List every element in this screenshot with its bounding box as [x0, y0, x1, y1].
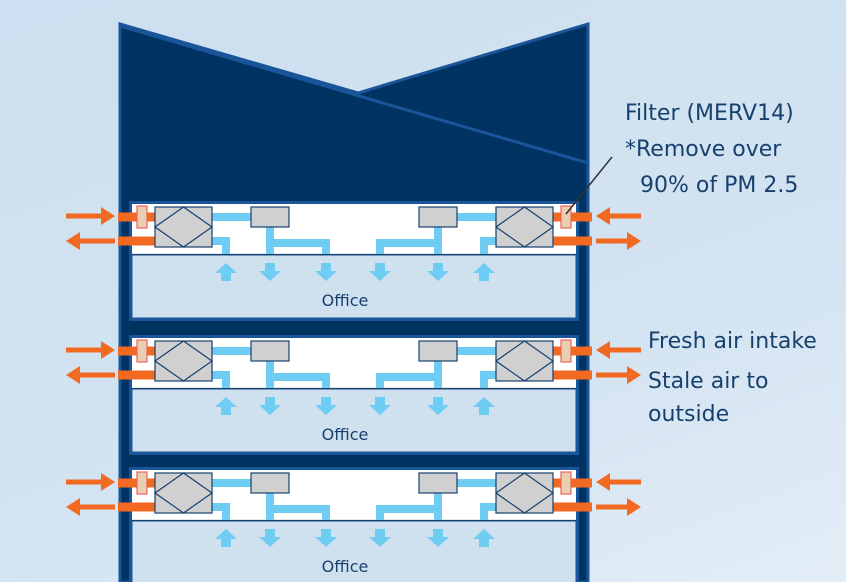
heat-exchanger-core-icon — [153, 206, 214, 248]
filter-label: Filter (MERV14) — [625, 101, 794, 126]
office-room — [131, 520, 577, 582]
heat-exchanger — [154, 472, 213, 514]
heat-exchanger — [495, 206, 554, 248]
office-label: Office — [322, 425, 369, 444]
supply-air-down-arrow-icon — [427, 263, 449, 281]
roof-edge — [119, 24, 589, 165]
fresh-air-in-left-arrow-icon — [101, 207, 115, 225]
heat-exchanger-core-icon — [153, 472, 214, 514]
supply-duct — [376, 239, 438, 254]
supply-air-down-arrow-icon — [259, 263, 281, 281]
return-air-up-arrow-icon — [215, 263, 237, 281]
exhaust-out-left-arrow-icon — [66, 366, 80, 384]
supply-duct — [376, 373, 438, 388]
fresh-air-in-right-arrow-icon — [596, 473, 610, 491]
stale-air-label-line-2: outside — [648, 402, 729, 427]
filter-leader-line — [565, 156, 613, 215]
supply-air-down-arrow-icon — [427, 397, 449, 415]
air-unit — [418, 206, 458, 228]
filter-left — [136, 205, 148, 229]
return-air-up-arrow-icon — [473, 397, 495, 415]
filter-right — [560, 339, 572, 363]
supply-duct — [376, 505, 438, 520]
fresh-air-in-left-arrow-icon — [101, 473, 115, 491]
supply-air-down-arrow-icon — [315, 529, 337, 547]
floor: Office — [66, 335, 641, 455]
stale-air-label-line-1: Stale air to — [648, 369, 768, 394]
supply-air-down-arrow-icon — [259, 529, 281, 547]
return-air-up-arrow-icon — [473, 529, 495, 547]
supply-duct — [212, 237, 230, 254]
heat-exchanger — [154, 340, 213, 382]
exhaust-out-right-arrow-icon — [627, 366, 641, 384]
exhaust-out-left-arrow-icon — [66, 498, 80, 516]
filter-left — [136, 471, 148, 495]
supply-duct — [480, 371, 496, 388]
air-unit — [418, 340, 458, 362]
supply-duct — [480, 503, 496, 520]
heat-exchanger-core-icon — [494, 206, 555, 248]
supply-air-down-arrow-icon — [315, 397, 337, 415]
air-unit — [250, 206, 290, 228]
supply-duct — [212, 371, 230, 388]
heat-exchanger-core-icon — [494, 472, 555, 514]
air-unit — [418, 472, 458, 494]
filter-note-line-2: 90% of PM 2.5 — [640, 173, 798, 198]
office-label: Office — [322, 557, 369, 576]
fresh-air-in-right-arrow-icon — [596, 207, 610, 225]
fresh-air-in-left-arrow-icon — [101, 341, 115, 359]
supply-duct — [480, 237, 496, 254]
supply-duct — [270, 239, 330, 254]
floor: Office — [66, 201, 641, 321]
supply-air-down-arrow-icon — [369, 263, 391, 281]
air-unit — [250, 340, 290, 362]
exhaust-out-right-arrow-icon — [627, 498, 641, 516]
heat-exchanger-core-icon — [153, 340, 214, 382]
floor: Office — [66, 467, 641, 582]
supply-air-down-arrow-icon — [369, 397, 391, 415]
return-air-up-arrow-icon — [215, 529, 237, 547]
supply-air-down-arrow-icon — [315, 263, 337, 281]
supply-duct — [212, 503, 230, 520]
filter-right — [560, 205, 572, 229]
exhaust-out-left-arrow-icon — [66, 232, 80, 250]
filter-left — [136, 339, 148, 363]
office-room — [131, 388, 577, 453]
fresh-air-in-right-arrow-icon — [596, 341, 610, 359]
supply-air-down-arrow-icon — [369, 529, 391, 547]
heat-exchanger — [495, 340, 554, 382]
supply-air-down-arrow-icon — [259, 397, 281, 415]
return-air-up-arrow-icon — [215, 397, 237, 415]
exhaust-out-right-arrow-icon — [627, 232, 641, 250]
return-air-up-arrow-icon — [473, 263, 495, 281]
fresh-air-label: Fresh air intake — [648, 329, 817, 354]
air-unit — [250, 472, 290, 494]
filter-note-line-1: *Remove over — [625, 137, 782, 162]
heat-exchanger-core-icon — [494, 340, 555, 382]
supply-duct — [270, 505, 330, 520]
filter-right — [560, 471, 572, 495]
supply-air-down-arrow-icon — [427, 529, 449, 547]
heat-exchanger — [495, 472, 554, 514]
heat-exchanger — [154, 206, 213, 248]
office-label: Office — [322, 291, 369, 310]
supply-duct — [270, 373, 330, 388]
